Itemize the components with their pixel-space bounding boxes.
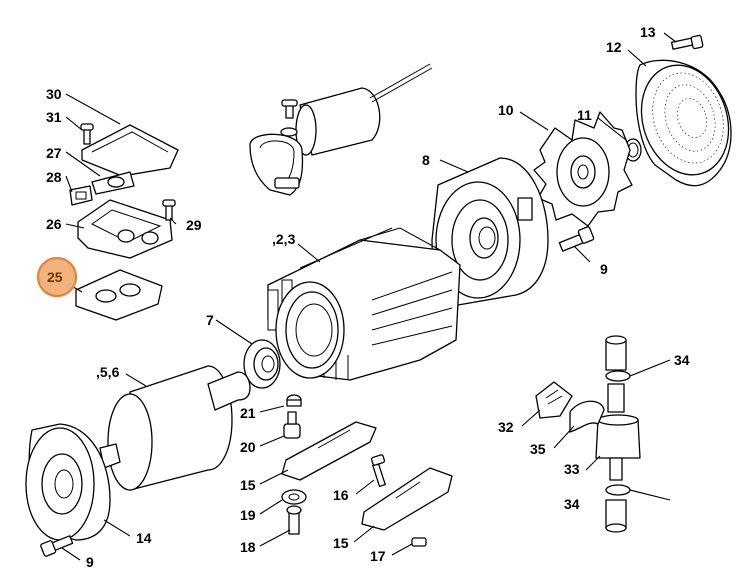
part-end-shield-front bbox=[25, 423, 111, 541]
part-connector-20 bbox=[283, 411, 301, 439]
part-screw-13 bbox=[670, 34, 704, 50]
label-9-lower: 9 bbox=[86, 554, 94, 570]
part-strap-35 bbox=[569, 400, 605, 433]
part-fan bbox=[533, 111, 633, 227]
part-clip-34-lower bbox=[605, 484, 631, 496]
label-33: 33 bbox=[564, 461, 580, 477]
label-34-lower: 34 bbox=[564, 496, 580, 512]
part-terminal-box-26 bbox=[77, 199, 173, 259]
label-11: 11 bbox=[577, 107, 592, 123]
label-16: 16 bbox=[333, 487, 349, 503]
part-screw-29 bbox=[162, 199, 176, 221]
part-bearing bbox=[243, 339, 281, 389]
part-capacitor bbox=[249, 63, 433, 196]
part-screw-16 bbox=[370, 454, 386, 488]
label-34-upper: 34 bbox=[674, 352, 690, 368]
label-21: 21 bbox=[240, 405, 256, 421]
label-32: 32 bbox=[498, 419, 514, 435]
part-washer-19 bbox=[281, 489, 307, 505]
part-seal-27 bbox=[91, 171, 135, 195]
label-28: 28 bbox=[46, 169, 62, 185]
label-12: 12 bbox=[606, 39, 622, 55]
part-mount-32 bbox=[535, 381, 573, 419]
label-19: 19 bbox=[240, 507, 256, 523]
label-29: 29 bbox=[186, 217, 202, 233]
part-filter-33 bbox=[595, 383, 641, 481]
highlight-circle-25[interactable] bbox=[36, 256, 78, 298]
part-fan-cover bbox=[635, 59, 732, 187]
label-10: 10 bbox=[498, 102, 514, 118]
label-20: 20 bbox=[240, 439, 256, 455]
label-15-lower: 15 bbox=[333, 535, 349, 551]
part-screw-31 bbox=[80, 123, 94, 145]
label-26: 26 bbox=[46, 216, 62, 232]
part-plate-15-upper bbox=[281, 421, 377, 481]
part-cylinder-top bbox=[605, 335, 627, 371]
label-1-2-3: ,2,3 bbox=[272, 231, 296, 247]
part-bolt-9-upper bbox=[558, 226, 595, 252]
label-8: 8 bbox=[422, 152, 430, 168]
label-30: 30 bbox=[46, 86, 62, 102]
part-gasket-25 bbox=[75, 269, 163, 321]
part-bracket-15-lower bbox=[361, 467, 453, 531]
part-bolt-18 bbox=[286, 505, 302, 535]
label-35: 35 bbox=[530, 441, 546, 457]
part-pin-17 bbox=[411, 537, 427, 547]
label-7: 7 bbox=[206, 312, 214, 328]
part-cylinder-bottom bbox=[605, 499, 627, 533]
part-terminal-cover-30 bbox=[81, 124, 179, 177]
part-nut-21 bbox=[286, 394, 302, 407]
label-31: 31 bbox=[46, 109, 62, 125]
part-clip-34-upper bbox=[605, 370, 631, 382]
label-18: 18 bbox=[240, 539, 256, 555]
leader-lines bbox=[61, 32, 677, 561]
label-5-6: ,5,6 bbox=[96, 364, 120, 380]
label-14: 14 bbox=[136, 530, 152, 546]
part-bolt-9-lower bbox=[40, 535, 74, 557]
part-gland-28 bbox=[69, 185, 93, 206]
label-17: 17 bbox=[370, 548, 386, 564]
label-9-upper: 9 bbox=[600, 261, 608, 277]
part-stator-housing bbox=[267, 227, 461, 381]
label-25[interactable]: 25 bbox=[47, 269, 63, 285]
label-27: 27 bbox=[46, 145, 62, 161]
label-15-upper: 15 bbox=[240, 477, 256, 493]
label-13: 13 bbox=[640, 24, 656, 40]
part-rotor bbox=[99, 365, 251, 491]
